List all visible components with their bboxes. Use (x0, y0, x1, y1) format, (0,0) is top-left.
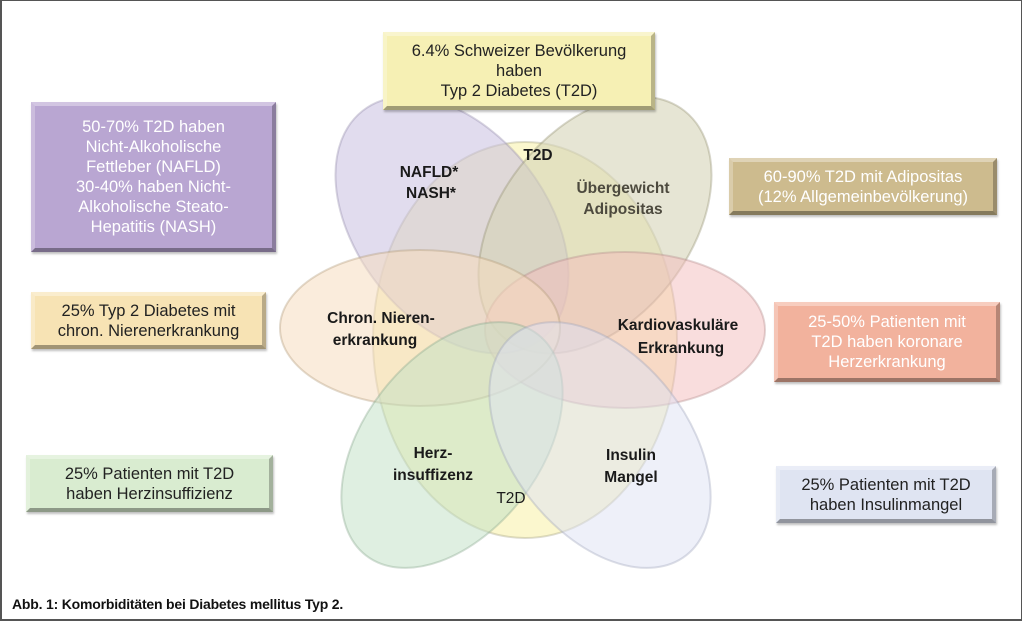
label-t2d-bottom: T2D (496, 490, 525, 507)
info-box-adipositas: 60-90% T2D mit Adipositas (12% Allgemein… (729, 158, 997, 215)
label-niere-line1: Chron. Nieren- (327, 310, 435, 327)
label-nafld-line2: NASH* (406, 185, 457, 202)
label-herz-line2: insuffizenz (393, 467, 473, 484)
info-box-niere: 25% Typ 2 Diabetes mit chron. Nierenerkr… (31, 292, 266, 349)
label-t2d-top: T2D (523, 147, 552, 164)
label-herz-line1: Herz- (414, 445, 453, 462)
info-box-kardio: 25-50% Patienten mit T2D haben koronare … (774, 302, 1000, 382)
label-niere-line2: erkrankung (333, 332, 417, 349)
label-adipositas-line2: Adipositas (583, 201, 662, 218)
label-insulin-line2: Mangel (604, 469, 657, 486)
ellipse-insulin (488, 321, 712, 569)
figure-caption: Abb. 1: Komorbiditäten bei Diabetes mell… (12, 596, 344, 612)
info-box-insulin: 25% Patienten mit T2D haben Insulinmange… (776, 466, 996, 523)
label-adipositas-line1: Übergewicht (576, 180, 669, 197)
info-box-t2d-prevalence: 6.4% Schweizer Bevölkerung haben Typ 2 D… (383, 32, 655, 110)
info-box-herz: 25% Patienten mit T2D haben Herzinsuffiz… (26, 455, 273, 512)
label-kardio-line2: Erkrankung (638, 340, 724, 357)
label-insulin-line1: Insulin (606, 447, 656, 464)
label-nafld-line1: NAFLD* (400, 164, 460, 181)
info-box-nafld: 50-70% T2D haben Nicht-Alkoholische Fett… (31, 102, 276, 252)
label-kardio-line1: Kardiovaskuläre (618, 317, 739, 334)
